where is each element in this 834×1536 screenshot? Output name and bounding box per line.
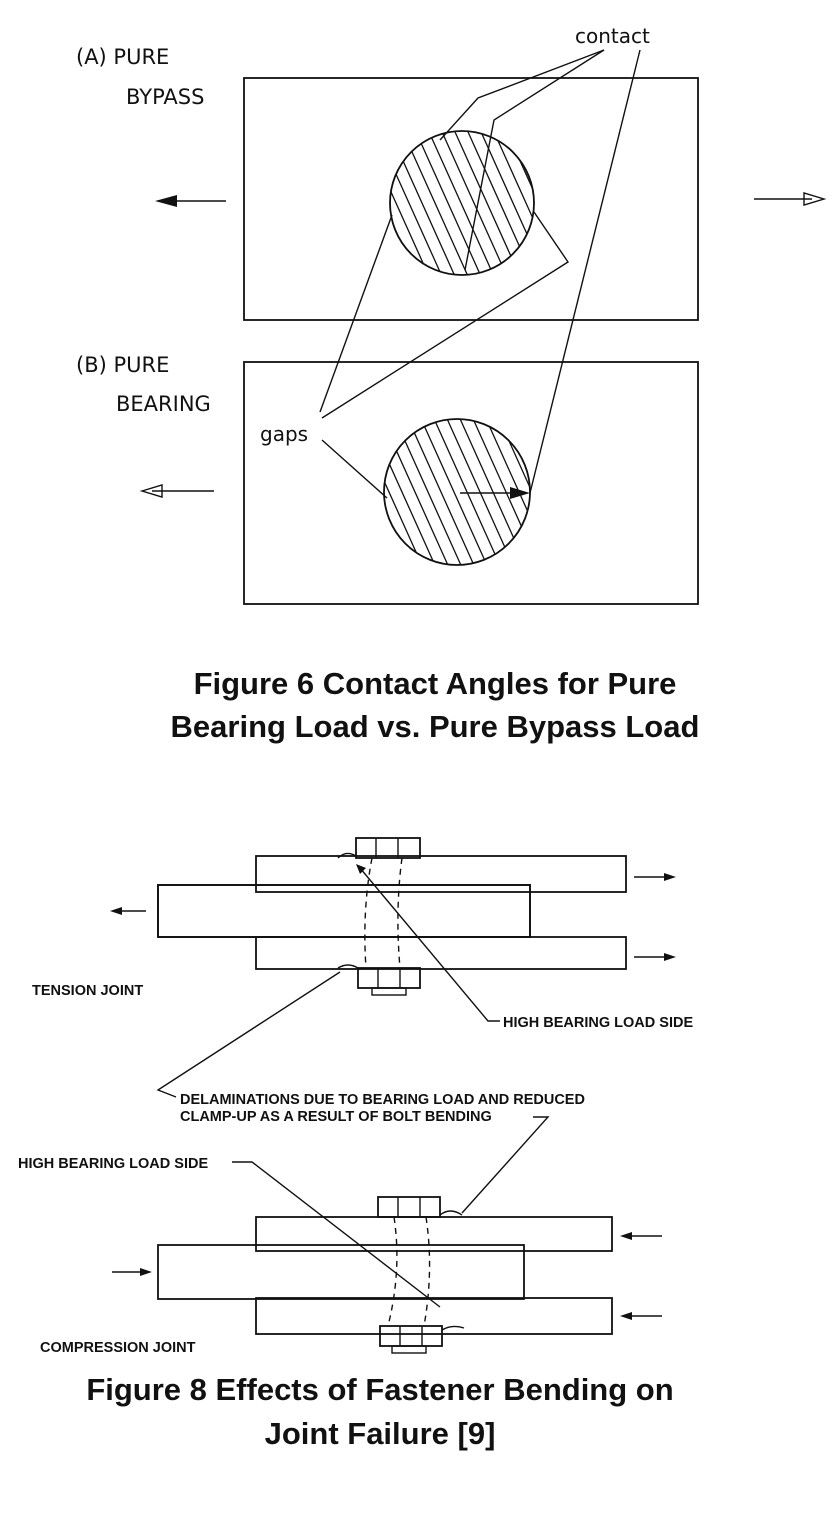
hatch-line (390, 131, 416, 275)
hatch-line (524, 419, 530, 565)
panel-a-label-line2: BYPASS (126, 85, 204, 109)
hatch-line (472, 419, 530, 565)
compression-joint-label: COMPRESSION JOINT (40, 1340, 196, 1356)
hatch-line (384, 419, 410, 565)
delamination-line2: CLAMP-UP AS A RESULT OF BOLT BENDING (180, 1109, 492, 1125)
tension-delamination-bottom (337, 964, 359, 969)
hatch-line (390, 131, 455, 275)
high-bearing-label-bottom: HIGH BEARING LOAD SIDE (18, 1156, 208, 1172)
hatch-line (384, 419, 397, 565)
compression-joint (112, 1196, 662, 1354)
load-arrow-left-bearing (139, 484, 214, 498)
figure6-caption-line1: Figure 6 Contact Angles for Pure (193, 666, 677, 701)
delamination-line1: DELAMINATIONS DUE TO BEARING LOAD AND RE… (180, 1092, 585, 1108)
figure8-caption: Figure 8 Effects of Fastener Bending on … (0, 1368, 760, 1456)
hatch-line (454, 131, 520, 275)
tension-arrow-right-bottom (634, 953, 676, 961)
high-bearing-leader-bottom (232, 1161, 441, 1308)
hatch-line (498, 419, 530, 565)
tension-arrow-left (110, 907, 146, 915)
delamination-leader-bottom (461, 1116, 550, 1214)
figure8-caption-line1: Figure 8 Effects of Fastener Bending on (86, 1372, 674, 1407)
gaps-leader-lines (319, 211, 569, 499)
hatch-line (564, 419, 630, 565)
figure6-caption-line2: Bearing Load vs. Pure Bypass Load (170, 709, 700, 744)
hatch-line (441, 131, 507, 275)
hatch-line (402, 131, 468, 275)
hatch-line (428, 131, 494, 275)
load-arrow-left-bypass (155, 195, 226, 207)
hatch-line (384, 419, 423, 565)
gaps-label: gaps (260, 422, 308, 446)
hatch-line (572, 131, 637, 275)
hatch-line (415, 131, 481, 275)
figure6-caption: Figure 6 Contact Angles for Pure Bearing… (0, 662, 834, 748)
hatch-line (384, 419, 449, 565)
panel-a-label-line1: (A) PURE (76, 45, 169, 69)
hatch-line (384, 419, 436, 565)
hatch-line (551, 419, 617, 565)
hatch-line (420, 419, 488, 565)
fastener-hatched-bearing (304, 418, 630, 566)
tension-top-plate (255, 855, 627, 893)
plate-bypass (243, 77, 699, 321)
compression-top-plate (255, 1216, 613, 1252)
hatch-line (394, 419, 462, 565)
compression-arrow-right-top (620, 1232, 662, 1240)
panel-b-label-line2: BEARING (116, 392, 211, 416)
hatch-line (407, 419, 475, 565)
hatch-line (299, 131, 364, 275)
hatch-line (559, 131, 624, 275)
compression-middle-plate (157, 1244, 525, 1300)
hatch-line (390, 131, 442, 275)
hatch-line (532, 131, 534, 275)
hatch-line (446, 419, 514, 565)
hatch-line (493, 131, 534, 275)
contact-leader-lines (439, 49, 641, 494)
hatch-line (390, 131, 429, 275)
hatch-line (317, 419, 383, 565)
compression-arrow-left (112, 1268, 152, 1276)
hatch-line (433, 419, 501, 565)
compression-bottom-plate (255, 1297, 613, 1335)
hatch-line (538, 419, 604, 565)
figure8-caption-line2: Joint Failure [9] (264, 1416, 496, 1451)
compression-delamination-top (439, 1210, 463, 1216)
load-arrow-right-bypass (754, 192, 827, 206)
tension-arrow-right-top (634, 873, 676, 881)
hatch-line (325, 131, 390, 275)
panel-b-label-line1: (B) PURE (76, 353, 169, 377)
hatch-line (312, 131, 377, 275)
fastener-hatched-bypass (286, 130, 637, 276)
compression-delamination-bottom (441, 1325, 465, 1331)
hatch-line (519, 131, 534, 275)
bearing-load-arrow (460, 487, 530, 499)
tension-joint-label: TENSION JOINT (32, 983, 143, 999)
tension-joint (110, 837, 676, 1022)
figure6-diagram: (A) PURE BYPASS contact (B) PURE BEARING (76, 24, 827, 605)
tension-bolt (355, 837, 421, 996)
high-bearing-leader-top (359, 867, 500, 1022)
hatch-line (390, 131, 403, 275)
contact-label: contact (575, 24, 650, 48)
compression-arrow-right-bottom (620, 1312, 662, 1320)
hatch-line (304, 419, 370, 565)
plate-bearing (243, 361, 699, 605)
tension-delamination-top (337, 852, 357, 859)
delamination-leader-top (156, 971, 341, 1098)
hatch-line (480, 131, 534, 275)
hatch-line (286, 131, 351, 275)
hatch-line (546, 131, 611, 275)
high-bearing-label-top: HIGH BEARING LOAD SIDE (503, 1015, 693, 1031)
compression-bolt (377, 1196, 443, 1354)
figure8-diagram: TENSION JOINT HIGH BEARING LOAD SIDE DEL… (18, 837, 693, 1356)
